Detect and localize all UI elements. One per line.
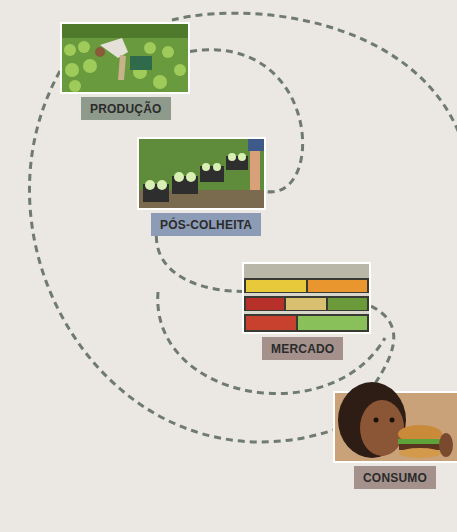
greens: [328, 298, 367, 310]
photo-eating: [333, 382, 457, 463]
farmer-head: [95, 47, 105, 57]
lettuce: [153, 75, 167, 89]
melons: [286, 298, 326, 310]
lettuce: [64, 44, 76, 56]
photo-label-node: PRODUÇÃO: [60, 22, 190, 120]
tomatoes: [246, 316, 296, 330]
dashed-connector: [29, 71, 333, 442]
crates: [143, 156, 248, 202]
stage-label: CONSUMO: [354, 466, 436, 489]
stage-name: PRODUÇÃO: [90, 102, 162, 116]
lettuce: [174, 172, 184, 182]
lettuce: [78, 41, 90, 53]
outer-arc: [172, 13, 457, 200]
lettuce: [144, 42, 156, 54]
photo-market: [242, 262, 371, 334]
shelf-top: [244, 264, 369, 278]
inner-arc: [158, 292, 385, 394]
bun-bottom: [399, 448, 441, 458]
stage-label: MERCADO: [262, 337, 343, 360]
lettuce: [202, 163, 210, 171]
photo-frame: [242, 262, 371, 334]
crates-bg: [139, 139, 264, 208]
shelf: [244, 311, 369, 314]
hand: [439, 433, 453, 457]
dashed-connector: [156, 236, 242, 291]
lettuce: [228, 153, 236, 161]
stage-name: CONSUMO: [363, 471, 427, 485]
lettuce: [162, 46, 174, 58]
photo-frame: [60, 22, 190, 94]
stage-name: MERCADO: [271, 342, 334, 356]
farmer-body: [100, 38, 128, 58]
lettuce: [174, 64, 186, 76]
stage-label: PRODUÇÃO: [81, 97, 171, 120]
stage-name: PÓS-COLHEITA: [160, 218, 252, 232]
oranges: [308, 280, 367, 292]
shelf: [244, 293, 369, 296]
lettuce-heads: [145, 153, 246, 190]
market-bg: [244, 264, 369, 332]
apples: [246, 298, 284, 310]
stage-label: PÓS-COLHEITA: [151, 213, 261, 236]
photo-label-node: MERCADO: [242, 262, 371, 360]
crate: [130, 56, 152, 70]
lettuce: [145, 180, 155, 190]
dashed-connector: [370, 306, 394, 391]
farmer-legs: [118, 55, 126, 80]
eye: [390, 418, 395, 423]
photo-frame: [137, 137, 266, 210]
lettuces: [298, 316, 367, 330]
lettuce: [213, 163, 221, 171]
hair: [338, 382, 406, 458]
bananas: [246, 280, 306, 292]
photo-label-node: CONSUMO: [333, 391, 457, 489]
lettuce: [238, 153, 246, 161]
lettuce: [69, 80, 81, 92]
lettuce-layer: [398, 439, 442, 444]
eye: [374, 418, 379, 423]
person-shorts: [248, 139, 264, 151]
photo-crates: [137, 137, 266, 210]
photo-field: [60, 22, 190, 94]
face: [360, 400, 404, 456]
photo-label-node: PÓS-COLHEITA: [137, 137, 266, 236]
field-far: [62, 24, 188, 38]
lettuce: [65, 63, 79, 77]
lettuce: [157, 180, 167, 190]
lettuce: [186, 172, 196, 182]
bun-top: [398, 425, 442, 443]
field-bg: [62, 24, 188, 92]
lettuce: [83, 59, 97, 73]
